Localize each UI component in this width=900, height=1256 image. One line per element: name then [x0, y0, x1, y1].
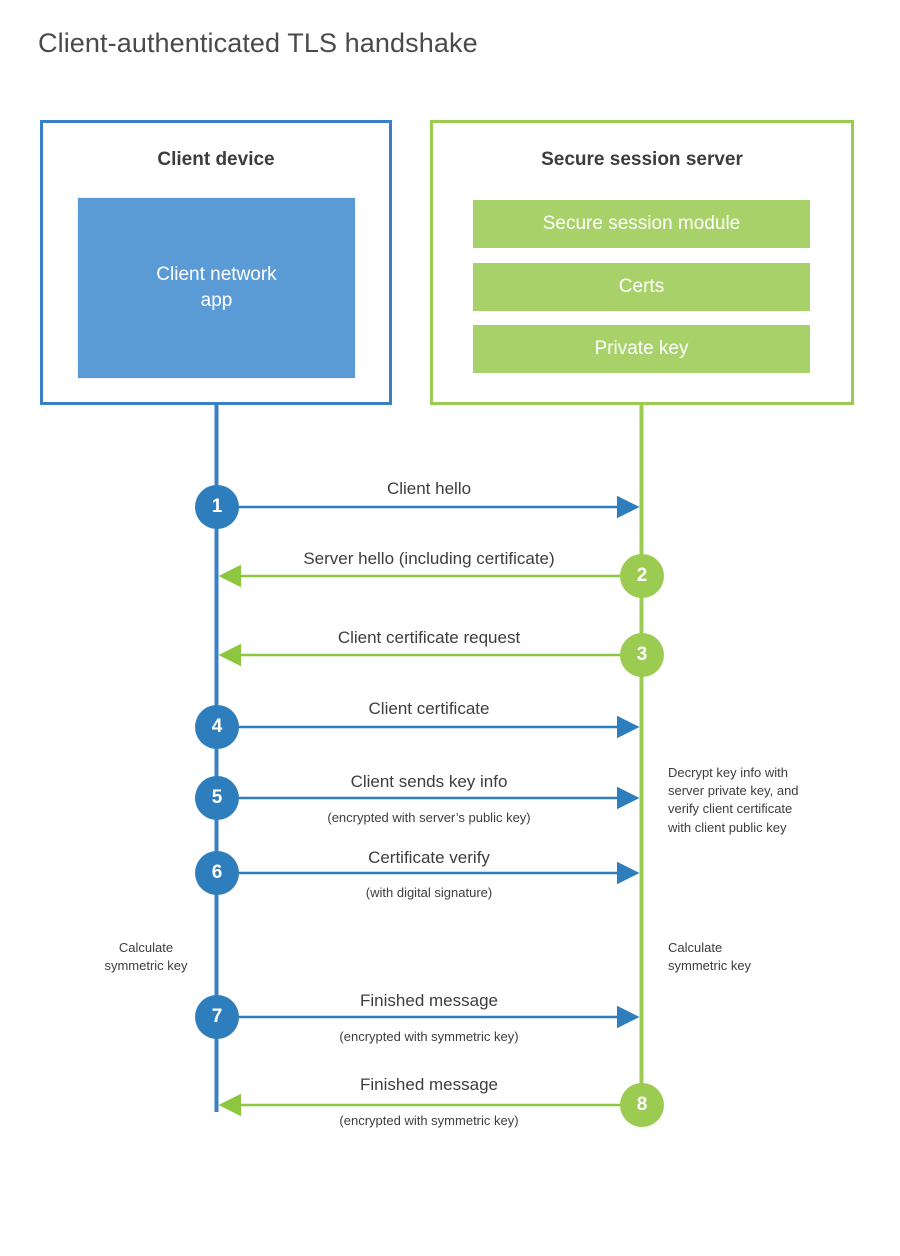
- client-calculate-symmetric-key-note: Calculate symmetric key: [86, 939, 206, 975]
- secure-session-server-box: Secure session server Secure session mod…: [430, 120, 854, 405]
- server-processing-note-line4: with client public key: [668, 819, 787, 835]
- step-marker-3: 3: [620, 633, 664, 677]
- step-marker-8: 8: [620, 1083, 664, 1127]
- secure-session-server-title: Secure session server: [541, 149, 743, 170]
- message-label-6: Certificate verify: [368, 848, 490, 867]
- message-label-2: Server hello (including certificate): [303, 549, 555, 568]
- server-processing-note-line3: verify client certificate: [668, 801, 793, 817]
- message-label-4: Client certificate: [368, 699, 490, 718]
- server-component-private-key: Private key: [473, 325, 810, 373]
- server-calc-note-line1: Calculate: [668, 940, 723, 955]
- client-calc-note-line1: Calculate: [118, 940, 174, 955]
- message-sublabel-5: (encrypted with server’s public key): [327, 810, 531, 825]
- client-device-title: Client device: [157, 149, 275, 170]
- server-component-certs: Certs: [473, 263, 810, 311]
- step-marker-4: 4: [195, 705, 239, 749]
- message-sublabel-6: (with digital signature): [365, 885, 493, 900]
- server-processing-note: Decrypt key info with server private key…: [668, 764, 843, 837]
- message-sublabel-7: (encrypted with symmetric key): [339, 1029, 519, 1044]
- server-processing-note-line1: Decrypt key info with: [668, 765, 788, 780]
- page-title: Client-authenticated TLS handshake: [38, 28, 478, 58]
- client-network-app-label-line2: app: [200, 290, 233, 311]
- message-sublabel-8: (encrypted with symmetric key): [339, 1113, 519, 1128]
- message-label-5: Client sends key info: [350, 772, 508, 791]
- step-marker-7: 7: [195, 995, 239, 1039]
- client-network-app-label-line1: Client network: [156, 264, 277, 286]
- message-label-7: Finished message: [360, 991, 498, 1010]
- server-component-secure-session-module: Secure session module: [473, 200, 810, 248]
- message-label-8: Finished message: [360, 1075, 498, 1094]
- client-network-app-block: Client network app: [77, 197, 356, 379]
- message-label-1: Client hello: [386, 479, 472, 498]
- step-marker-2: 2: [620, 554, 664, 598]
- client-device-box: Client device Client network app: [40, 120, 392, 405]
- message-label-3: Client certificate request: [337, 628, 521, 647]
- server-processing-note-line2: server private key, and: [668, 783, 799, 799]
- step-marker-5: 5: [195, 776, 239, 820]
- server-calculate-symmetric-key-note: Calculate symmetric key: [668, 939, 798, 975]
- server-calc-note-line2: symmetric key: [668, 958, 752, 974]
- step-marker-1: 1: [195, 485, 239, 529]
- step-marker-6: 6: [195, 851, 239, 895]
- client-calc-note-line2: symmetric key: [104, 958, 188, 974]
